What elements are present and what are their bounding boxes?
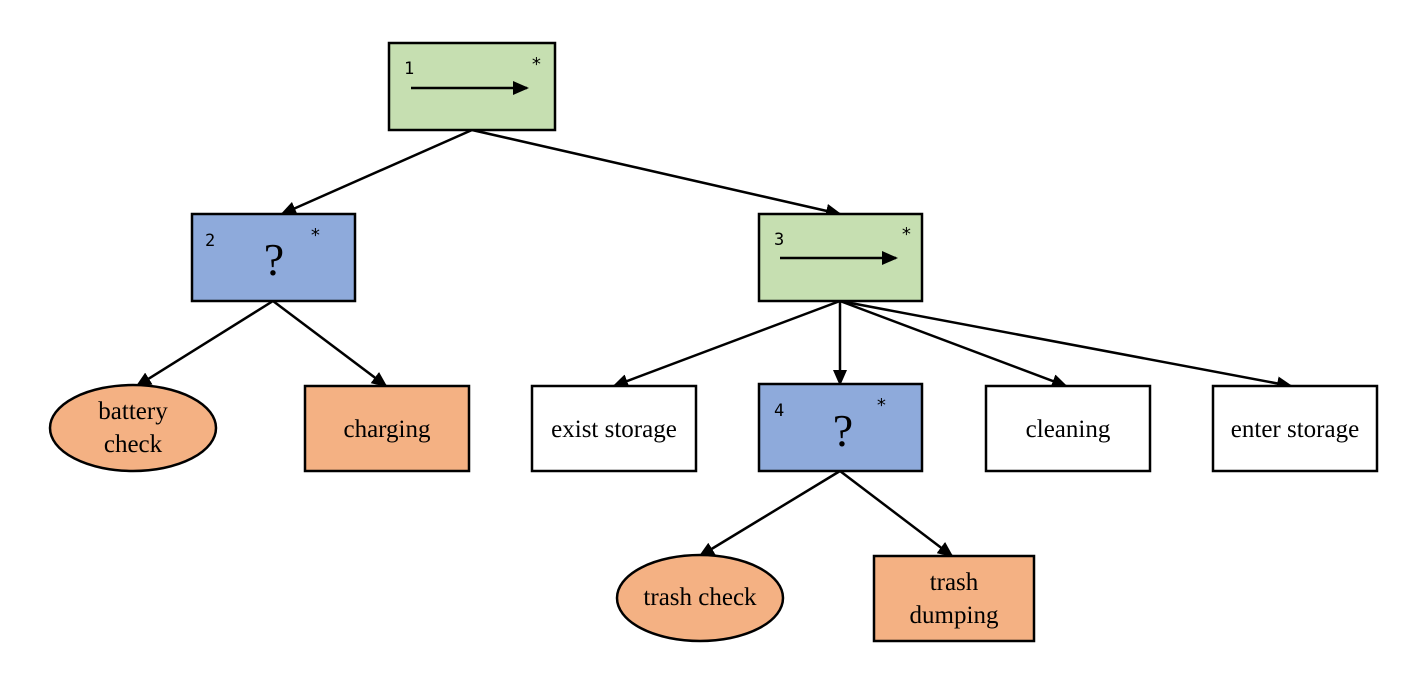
leaf-charging: charging [303,384,471,473]
battery-check-label-line1: battery [98,398,168,425]
leaf-exist-storage: exist storage [530,384,698,473]
leaf-cleaning: cleaning [984,384,1152,473]
fallback-question-icon: ? [833,405,853,456]
charging-label: charging [343,416,431,443]
node-2-fallback: 2 * ? [190,212,357,303]
node-1-number: 1 [404,59,414,79]
node-2-box [190,212,357,303]
edge-2-to-battery-check [135,299,274,388]
node-1-sequence: 1 * [387,41,557,132]
leaf-enter-storage: enter storage [1211,384,1379,473]
trash-check-label: trash check [643,584,757,611]
trash-dumping-label-line2: dumping [910,602,999,629]
leaf-trash-dumping: trash dumping [872,554,1036,643]
trash-check-ellipse [615,553,785,643]
exist-storage-box [530,384,698,473]
cleaning-label: cleaning [1026,416,1111,443]
edges [135,128,1293,558]
trash-dumping-box [872,554,1036,643]
node-4-star: * [876,395,887,416]
node-4-fallback: 4 * ? [757,382,924,473]
edge-1-to-3 [471,128,842,218]
edge-3-to-cleaning [839,299,1068,388]
edge-4-to-trash-dumping [839,470,954,558]
node-2-number: 2 [205,231,215,251]
exist-storage-label: exist storage [551,416,677,443]
battery-check-label-line2: check [104,431,163,458]
leaf-trash-check: trash check [615,553,785,643]
node-4-box [757,382,924,473]
battery-check-ellipse [48,383,218,473]
edge-2-to-charging [272,300,388,388]
enter-storage-label: enter storage [1231,416,1359,443]
fallback-question-icon: ? [264,234,284,285]
node-4-number: 4 [774,401,784,421]
node-1-star: * [531,54,542,75]
edge-3-to-enter-storage [839,299,1293,391]
node-3-star: * [901,224,912,245]
trash-dumping-label-line1: trash [930,569,979,596]
edge-1-to-2 [280,128,473,216]
edge-4-to-trash-check [698,469,841,558]
cleaning-box [984,384,1152,473]
edge-3-to-exist-storage [612,299,841,388]
enter-storage-box [1211,384,1379,473]
node-3-number: 3 [774,230,784,250]
leaf-battery-check: battery check [48,383,218,473]
node-2-star: * [310,225,321,246]
charging-box [303,384,471,473]
node-3-sequence: 3 * [757,212,924,303]
